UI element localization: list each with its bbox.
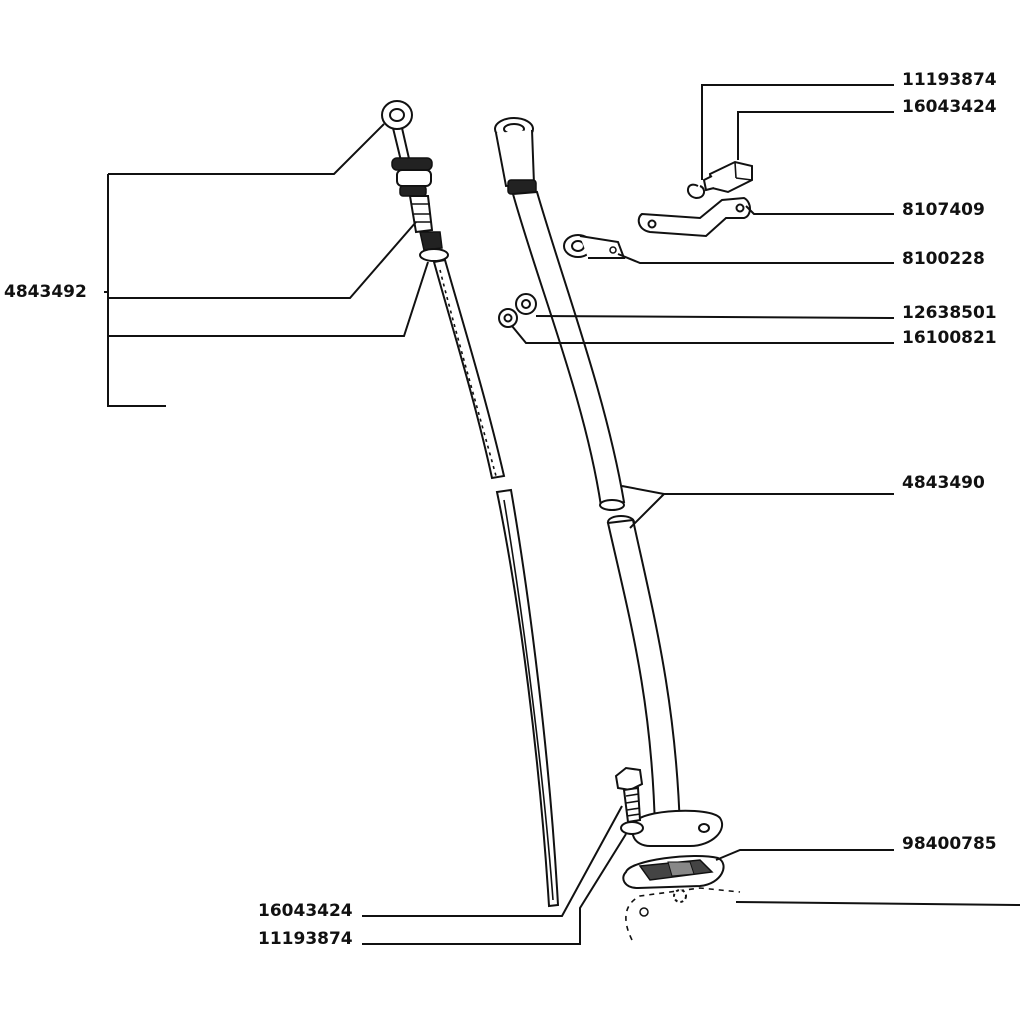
gasket [622,855,725,890]
tube-mounting-flange [631,809,723,847]
lower-lock-washer [620,821,644,835]
upper-lock-washer [687,183,706,200]
label-4843490: 4843490 [902,473,985,493]
label-16100821: 16100821 [902,328,997,348]
washer-16100821 [498,308,518,328]
engine-block-outline [625,887,741,941]
nut-12638501 [515,293,537,315]
label-11193874-top: 11193874 [902,70,997,90]
label-16043424-top: 16043424 [902,97,997,117]
dipstick-cap [391,157,443,251]
dipstick-blade-lower [495,488,560,908]
upper-bolt [702,160,753,194]
dipstick-assembly [381,100,560,908]
leader-lines [104,84,1021,945]
tube-clip [563,234,626,259]
label-12638501: 12638501 [902,303,997,323]
lower-bolt [614,766,644,824]
dipstick-washer [419,248,449,262]
label-16043424-bottom: 16043424 [258,901,353,921]
dipstick-blade-upper [432,258,506,480]
label-4843492: 4843492 [4,282,87,302]
label-11193874-bottom: 11193874 [258,929,353,949]
label-8100228: 8100228 [902,249,985,269]
label-98400785: 98400785 [902,834,997,854]
dipstick-guide-tube [494,117,723,847]
label-8107409: 8107409 [902,200,985,220]
mounting-bracket [637,196,751,238]
